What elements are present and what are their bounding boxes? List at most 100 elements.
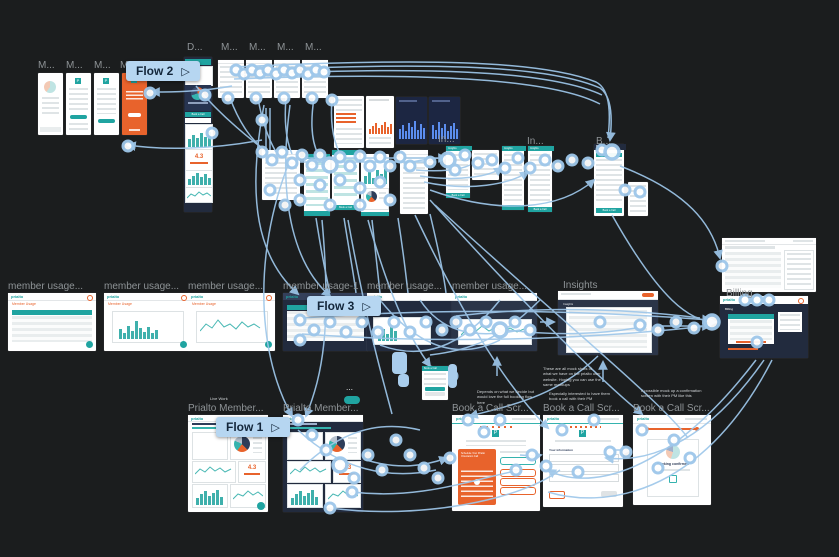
frame-billing-desktop[interactable]: prialto Billing <box>720 296 808 358</box>
frame-mobile-form-1[interactable]: P <box>66 73 91 135</box>
connector-bundle-blob[interactable] <box>448 364 457 388</box>
frame-label[interactable]: member usage... <box>8 281 84 292</box>
frame-dark-analytics-1[interactable] <box>396 97 427 144</box>
book-call-modal[interactable]: Book a Call <box>422 366 448 400</box>
frame-mobile-form-2[interactable]: P <box>94 73 119 135</box>
ellipsis-dots[interactable]: ⋯ <box>346 387 355 394</box>
connector-node[interactable] <box>361 448 375 462</box>
connector-node[interactable] <box>431 471 445 485</box>
connector-node[interactable] <box>389 433 403 447</box>
bars-card <box>287 484 323 508</box>
frame-label[interactable]: Prialto Member... <box>283 403 359 414</box>
connector-node[interactable] <box>687 321 701 335</box>
play-icon[interactable]: ▷ <box>181 65 190 78</box>
mobile-button <box>70 115 87 119</box>
flow-badge[interactable]: Flow 3▷ <box>307 296 381 316</box>
connector-node[interactable] <box>375 463 389 477</box>
connector-node[interactable] <box>581 156 595 170</box>
connector-node[interactable] <box>669 315 683 329</box>
teal-action-pill[interactable] <box>344 396 360 404</box>
frame-label[interactable]: Insights <box>563 280 598 291</box>
p-logo: P <box>579 430 586 437</box>
connector-node[interactable] <box>255 113 269 127</box>
frame-label[interactable]: M... <box>249 42 266 53</box>
frame-cluster-menu-1[interactable] <box>304 154 330 216</box>
frame-member-usage-bars[interactable]: prialto Member Usage <box>104 293 190 351</box>
frame-label[interactable]: Book a Call Scr... <box>543 403 620 414</box>
flow-badge[interactable]: Flow 2▷ <box>126 61 200 81</box>
frame-label[interactable]: M... <box>221 42 238 53</box>
prialto-logo: prialto <box>191 415 204 421</box>
frame-member-usage-line[interactable]: prialto Member Usage <box>188 293 275 351</box>
frame-prialto-dashboard-2[interactable]: prialto 4.3 <box>283 415 363 512</box>
connector-node[interactable] <box>551 159 565 173</box>
frame-cluster-charts[interactable] <box>361 154 389 216</box>
usage-bar-chart <box>119 321 158 339</box>
frame-desktop-1[interactable] <box>218 60 244 98</box>
flow-badge[interactable]: Flow 1▷ <box>216 417 290 437</box>
frame-book-call-calendar[interactable]: prialto P Schedule Your Prialto Orientat… <box>452 415 540 511</box>
frame-desktop-3[interactable] <box>274 60 300 98</box>
insights-list <box>566 307 652 353</box>
frame-label[interactable]: member usage... <box>452 281 528 292</box>
frame-billing-mobile[interactable]: Billing Book a Call <box>594 144 626 216</box>
frame-mobile-orange[interactable]: P <box>122 73 147 135</box>
frame-label[interactable]: M... <box>305 42 322 53</box>
connector-node[interactable] <box>417 461 431 475</box>
connector-node[interactable] <box>565 153 579 167</box>
frame-label[interactable]: M... <box>38 60 55 71</box>
frame-label[interactable]: member usage... <box>367 281 443 292</box>
connector-node[interactable] <box>703 313 721 331</box>
frame-label[interactable]: M... <box>94 60 111 71</box>
popover-card-2[interactable] <box>628 182 648 216</box>
frame-label[interactable]: member usage... <box>104 281 180 292</box>
frame-member-usage-spark[interactable]: prialto <box>452 293 537 351</box>
billing-side-card <box>778 312 802 332</box>
play-icon[interactable]: ▷ <box>362 300 371 313</box>
duration-pill <box>500 457 536 465</box>
connector-bundle-blob[interactable] <box>392 352 407 374</box>
frame-desktop-4[interactable] <box>302 60 328 98</box>
frame-label[interactable]: M... <box>66 60 83 71</box>
frame-report-list[interactable] <box>334 96 364 148</box>
frame-label[interactable]: member usage... <box>188 281 264 292</box>
connector-bundle-blob[interactable] <box>398 374 409 387</box>
frame-desktop-2[interactable] <box>246 60 272 98</box>
billing-card <box>728 314 774 344</box>
frame-label[interactable]: In... <box>438 134 455 145</box>
usage-bar-chart <box>378 327 397 341</box>
frame-cluster-list[interactable] <box>262 150 300 200</box>
play-icon[interactable]: ▷ <box>271 421 280 434</box>
frame-label[interactable]: In... <box>527 136 544 147</box>
time-slot-pill <box>500 487 536 495</box>
frame-cluster-detail[interactable] <box>400 150 428 214</box>
connector-node[interactable] <box>121 139 135 153</box>
frame-member-usage-table[interactable]: prialto Member Usage <box>8 293 96 351</box>
popover-card[interactable] <box>472 150 499 180</box>
mini-teal-bars <box>364 160 387 184</box>
bars-card <box>192 484 228 508</box>
frame-label[interactable]: M... <box>277 42 294 53</box>
connector-node[interactable] <box>403 448 417 462</box>
connector-node[interactable] <box>278 198 292 212</box>
modal-cancel-button <box>425 392 445 396</box>
frame-insights-desktop[interactable]: Insights <box>558 291 658 355</box>
frame-label[interactable]: B... <box>596 136 612 147</box>
frame-orange-histogram[interactable] <box>366 96 394 148</box>
frame-mobile-confirm[interactable] <box>38 73 63 135</box>
frame-invoice-detail[interactable] <box>722 238 816 292</box>
frame-insights-mobile-3[interactable]: Insights Book a Call <box>528 146 554 212</box>
frame-label[interactable]: Billing <box>726 288 753 299</box>
frame-insights-mobile-2[interactable]: Insights <box>502 146 526 210</box>
frame-insights-mobile-1[interactable]: Insights Book a Call <box>446 146 472 198</box>
frame-label[interactable]: D... <box>187 42 203 53</box>
usage-line-chart <box>196 311 268 343</box>
submit-button <box>601 491 617 497</box>
frame-book-call-confirmed[interactable]: prialto Booking confirmed <box>633 415 711 505</box>
frame-label[interactable]: Prialto Member... <box>188 403 264 414</box>
frame-label[interactable]: Book a Call Scr... <box>633 403 710 414</box>
frame-cluster-menu-2[interactable]: Book a Call <box>332 150 359 210</box>
frame-label[interactable]: member usage-1 <box>283 281 359 292</box>
frame-book-call-form[interactable]: prialto P Your information <box>543 415 623 507</box>
